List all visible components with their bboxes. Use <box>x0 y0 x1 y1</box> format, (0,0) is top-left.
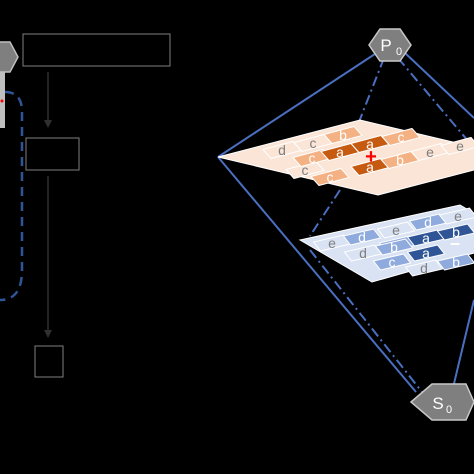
upper-grid-cell-label: c <box>327 169 334 185</box>
dash-center-lower <box>309 189 341 237</box>
lower-grid-cell-label: d <box>358 229 366 245</box>
lower-grid-cell-label: b <box>452 224 460 240</box>
upper-grid-cell <box>310 167 350 187</box>
lower-grid-cell-label: d <box>420 260 428 276</box>
upper-grid-cell-label: e <box>456 138 464 154</box>
flow-arrow-2-head <box>44 330 52 338</box>
upper-grid-cell-label: a <box>366 136 374 152</box>
lower-grid-cell <box>436 223 474 241</box>
upper-grid-cell <box>381 127 421 147</box>
upper-grid-cell-label: b <box>339 127 347 143</box>
lower-grid-marker: – <box>450 233 460 253</box>
upper-grid-cell <box>440 136 474 156</box>
upper-grid-cell-label: c <box>309 150 316 166</box>
lower-grid-cell <box>343 244 383 262</box>
lower-grid-cell-label: e <box>454 208 462 224</box>
middle-text-box <box>25 137 80 171</box>
lower-grid-cell <box>372 253 412 271</box>
bottom-node-s0: S 0 <box>409 383 474 421</box>
lower-grid-cell <box>376 221 416 239</box>
bottom-node-subscript: 0 <box>446 404 452 416</box>
lower-grid-cell <box>436 253 474 271</box>
bottom-node-label: S <box>432 394 443 413</box>
lower-grid-cell-label: d <box>359 245 367 261</box>
lower-grid: edecabdbacdbde – <box>298 204 474 283</box>
top-node-subscript: 0 <box>396 46 402 58</box>
lower-grid-cell-label: a <box>422 230 430 246</box>
upper-grid-cell-label: b <box>396 152 404 168</box>
lower-grid-cell <box>404 259 444 277</box>
lower-grid-cells: edecabdbacdbde <box>312 207 474 277</box>
lower-grid-cell-label: d <box>424 214 432 230</box>
top-node-p0: P 0 <box>368 28 412 62</box>
left-dashed-loop <box>0 90 24 302</box>
lower-grid-cell-label: b <box>390 239 398 255</box>
lower-grid-cell-label: a <box>422 245 430 261</box>
lower-grid-cell <box>408 213 448 231</box>
left-flow-panel <box>0 33 171 378</box>
edge-right-top <box>403 51 474 119</box>
lower-grid-cell <box>312 234 352 252</box>
flow-arrow-1-head <box>44 120 52 128</box>
bottom-node-diamond <box>409 383 474 421</box>
lower-grid-cell <box>406 244 446 262</box>
upper-grid-cell <box>323 125 363 145</box>
upper-grid-marker: + <box>365 146 377 168</box>
left-red-dot <box>0 99 4 103</box>
upper-grid-cell-label: c <box>302 162 309 178</box>
left-node-hexagon <box>0 41 19 73</box>
lower-grid-cell <box>438 207 474 225</box>
lower-grid-cell <box>342 228 382 246</box>
bottom-text-box <box>34 345 64 378</box>
upper-grid-cell-label: a <box>366 159 374 175</box>
lower-grid-cell-label: b <box>452 254 460 270</box>
edge-right-bottom <box>451 299 474 393</box>
upper-grid-cell <box>262 140 302 160</box>
upper-grid-cell-label: c <box>398 129 405 145</box>
upper-grid-cell-label: d <box>278 142 286 158</box>
edge-left-bottom <box>217 156 417 393</box>
upper-grid-cell-label: e <box>426 144 434 160</box>
lower-grid-cell <box>406 229 446 247</box>
upper-grid-cell <box>410 142 450 162</box>
edge-left-top <box>217 51 379 158</box>
pyramid-outline <box>217 51 474 393</box>
top-node-hexagon <box>368 28 412 62</box>
lower-grid-cell-label: e <box>392 222 400 238</box>
upper-grid-cell <box>350 157 390 177</box>
lower-grid-cell-label: e <box>328 235 336 251</box>
upper-grid-cell-label: a <box>336 144 344 160</box>
upper-grid-cell-label: c <box>310 135 317 151</box>
lower-grid-cell-label: c <box>389 254 396 270</box>
upper-grid-cell <box>350 134 390 154</box>
upper-grid-cell <box>292 148 332 168</box>
top-text-box <box>22 33 171 67</box>
top-node-label: P <box>380 36 391 55</box>
lower-grid-cell <box>374 238 414 256</box>
